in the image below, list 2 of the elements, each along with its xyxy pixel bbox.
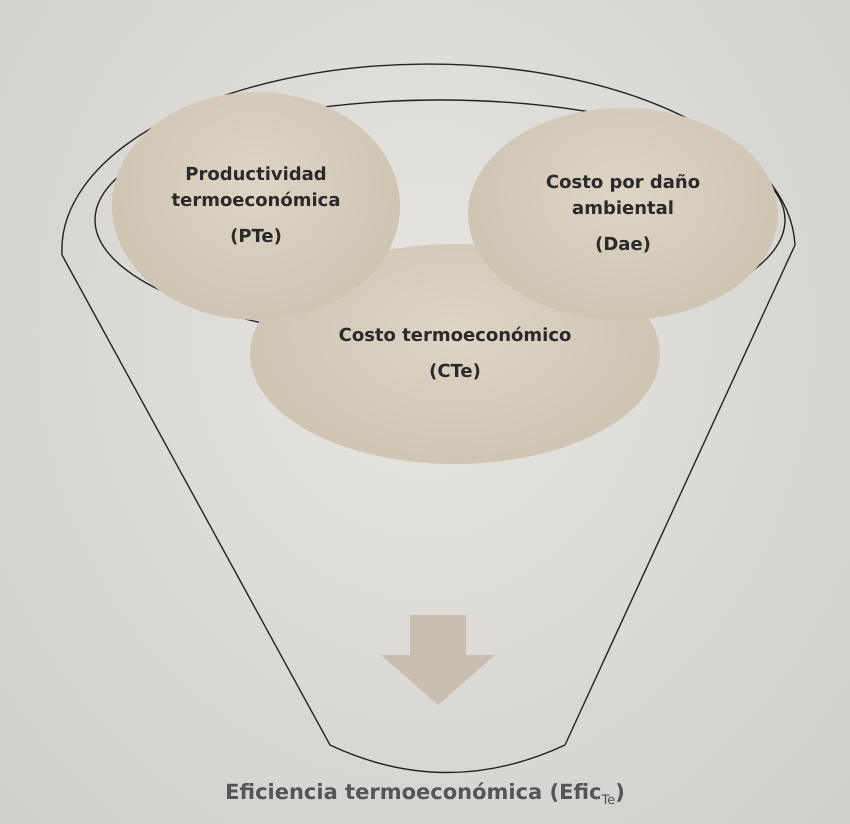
result-label: Eficiencia termoeconómica (Efic$_{Te}$) <box>225 780 625 808</box>
concept-abbreviation: (CTe) <box>429 360 481 384</box>
